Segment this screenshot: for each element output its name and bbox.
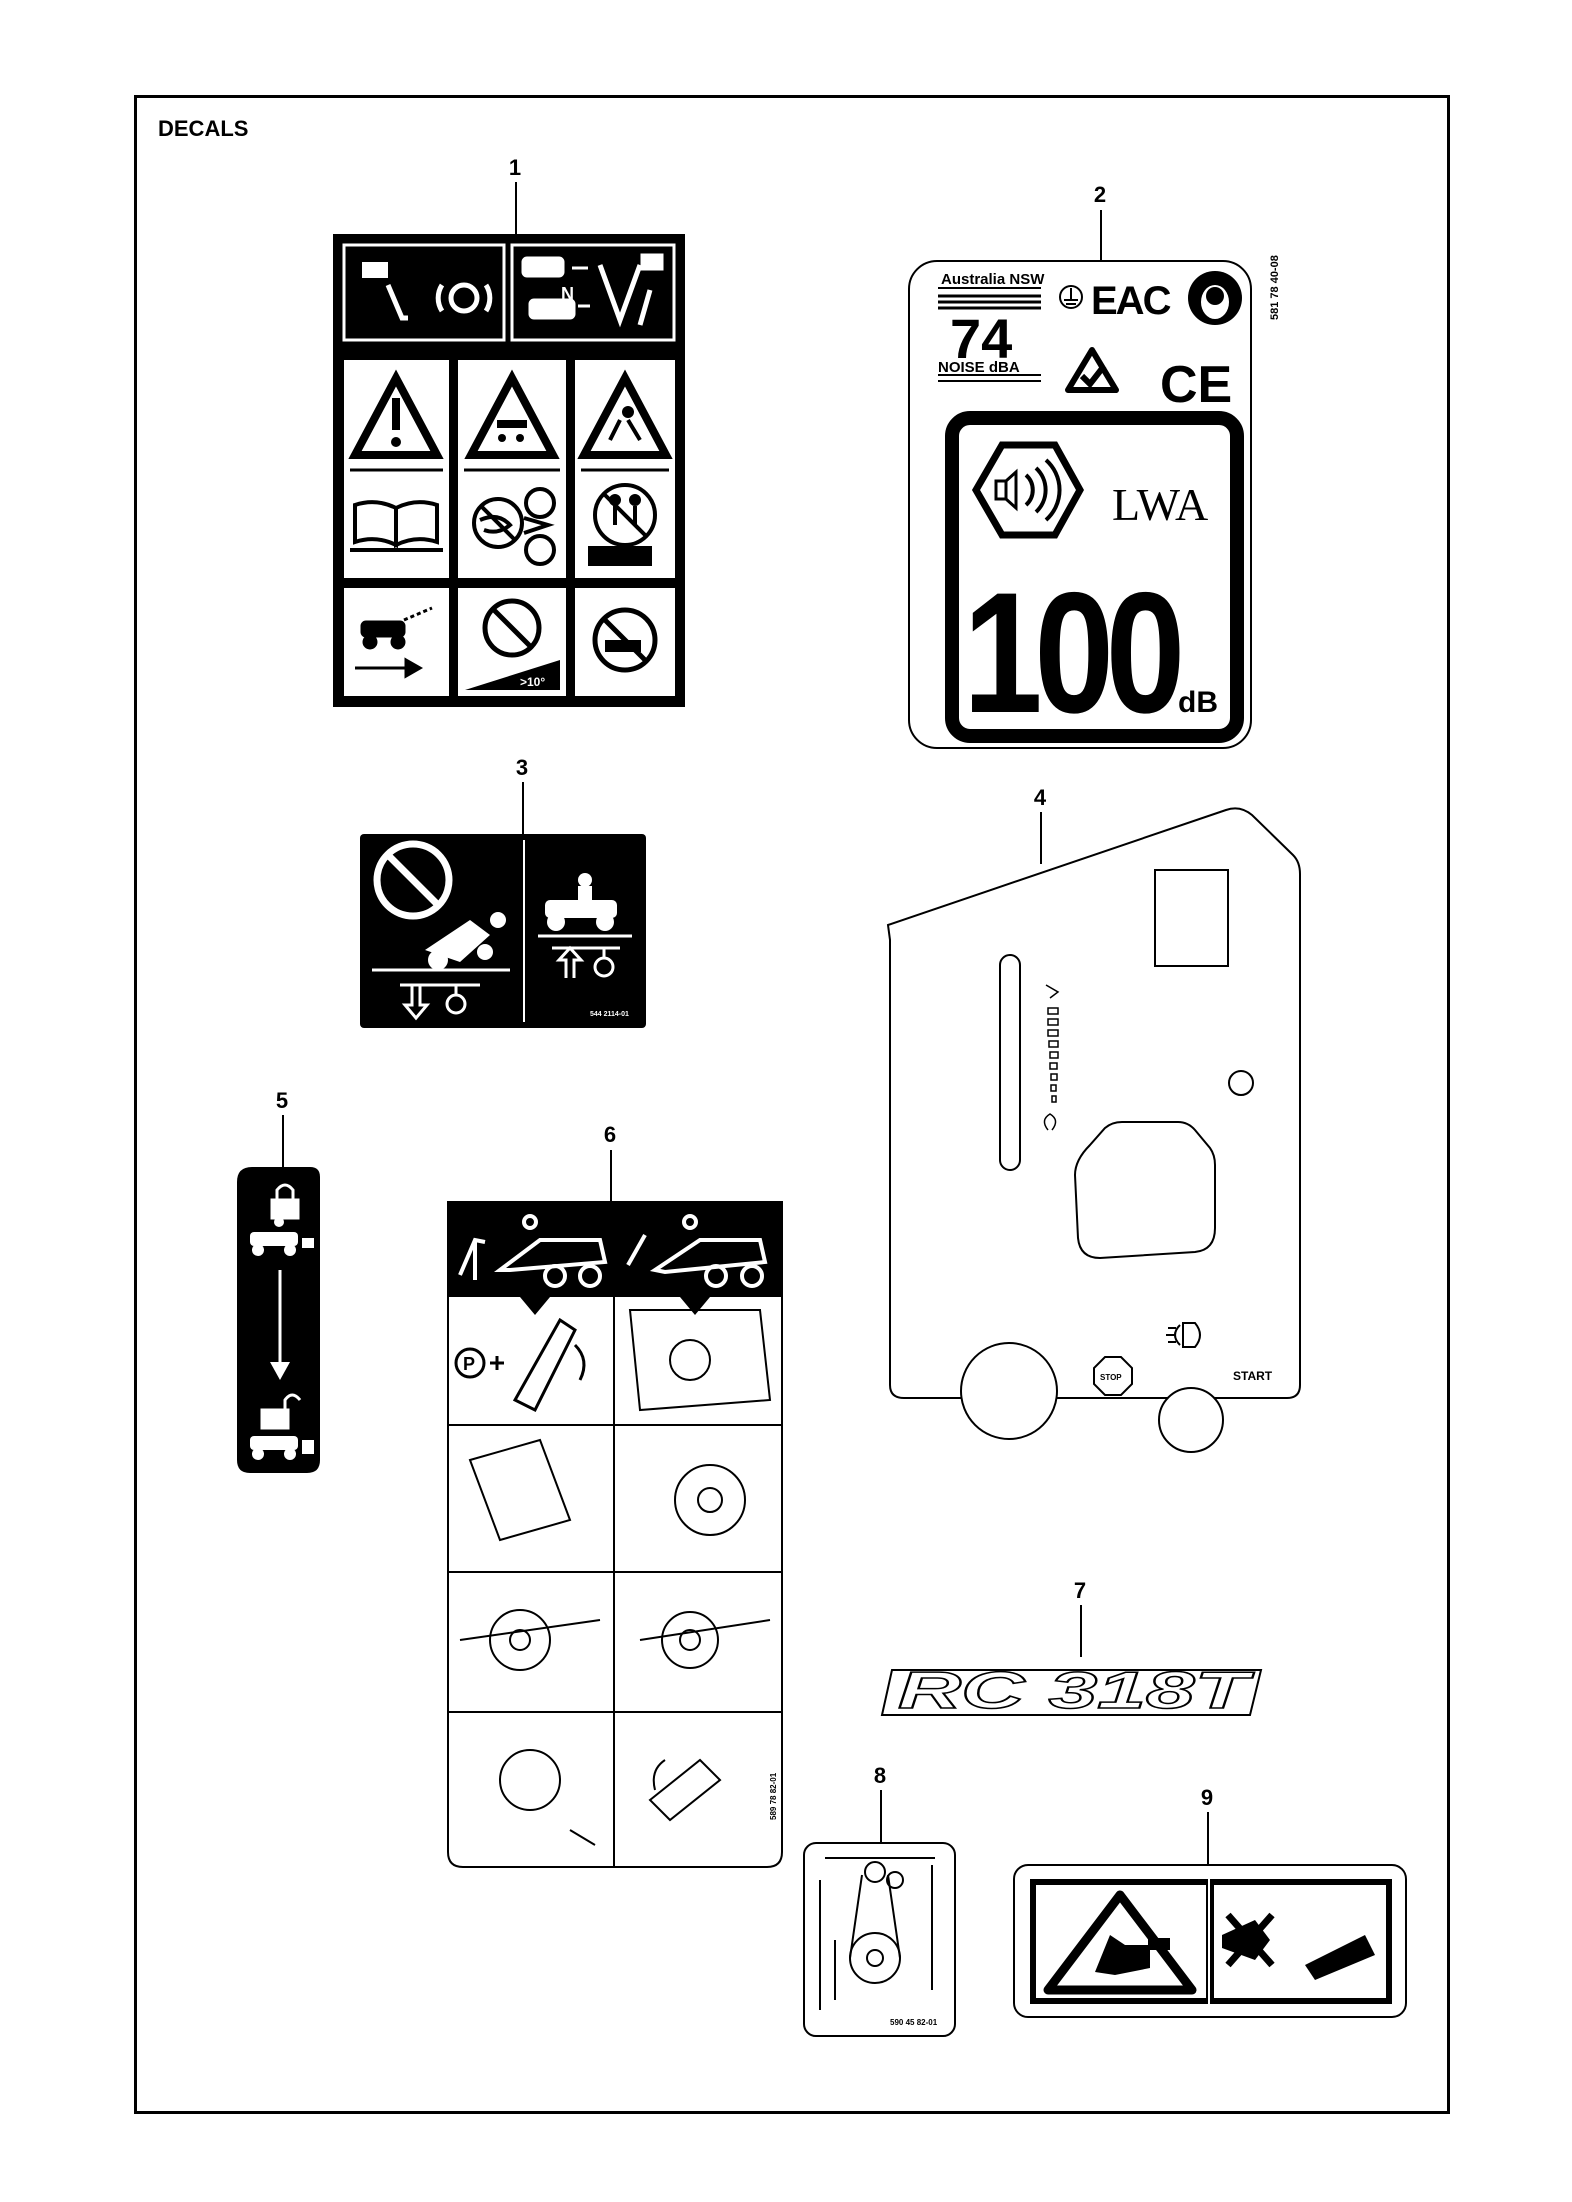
mower-icon-top [250, 1217, 314, 1256]
neutral-label: N [561, 284, 574, 304]
decal-9 [1013, 1864, 1407, 2018]
decal-2-part-number: 581 78 40-08 [1269, 255, 1281, 320]
leader-4 [1040, 812, 1042, 864]
no-bystanders-icon [588, 483, 657, 566]
noise-value: 74 [950, 307, 1012, 370]
leader-5 [282, 1115, 284, 1167]
no-passenger-icon [592, 607, 658, 673]
ear-protection-icon [1188, 271, 1242, 325]
sound-level-value: 100 [963, 557, 1180, 749]
decal-8-part-number: 590 45 82-01 [890, 2018, 938, 2027]
no-slope-icon [465, 598, 560, 690]
person-hazard-warning-icon [577, 369, 673, 459]
callout-2: 2 [1093, 182, 1107, 207]
hand-crush-warning-icon [1043, 1890, 1197, 1995]
start-label: START [1233, 1369, 1273, 1383]
callout-1: 1 [508, 155, 522, 180]
callout-4: 4 [1033, 785, 1047, 810]
ce-mark: CE [1160, 356, 1232, 414]
manual-book-icon [350, 500, 443, 552]
warning-triangle-icon [348, 369, 444, 459]
leader-9 [1207, 1812, 1209, 1864]
page-frame [134, 95, 1450, 2114]
noise-label-block [938, 287, 1041, 382]
no-hands-icon [472, 487, 556, 566]
region-label: Australia NSW [941, 271, 1045, 288]
decal-4: STOP START [886, 807, 1301, 1453]
stop-label: STOP [1100, 1373, 1122, 1382]
page-title: DECALS [158, 116, 249, 141]
mower-icon-bottom [250, 1436, 314, 1460]
speed-scale-icon [1043, 984, 1060, 1131]
callout-3: 3 [515, 755, 529, 780]
driving-mower-icon [545, 873, 617, 931]
parking-brake-icon: P [454, 1347, 504, 1379]
leader-6 [610, 1150, 612, 1202]
speaker-hexagon-icon [971, 441, 1085, 539]
callout-8: 8 [873, 1763, 887, 1788]
grounding-icon [1059, 285, 1083, 309]
slope-label: >10° [520, 675, 545, 689]
decal-2: Australia NSW 74 NOISE dBA EAC 581 78 40… [908, 255, 1281, 749]
arrow-down-circle-icon [400, 983, 480, 1021]
decal-3-part-number: 544 2114-01 [590, 1011, 629, 1018]
thrown-objects-warning-icon [464, 369, 560, 459]
lowered-mower-icon [626, 1214, 768, 1288]
no-hands-belt-icon [1222, 1912, 1375, 1980]
decal-3: 544 2114-01 [360, 834, 646, 1028]
drive-pedal-icon [521, 253, 664, 328]
leader-7 [1080, 1605, 1082, 1657]
callout-5: 5 [275, 1088, 289, 1113]
stop-sign-icon [1093, 1356, 1133, 1396]
decal-5 [237, 1167, 320, 1473]
noise-unit: NOISE dBA [938, 359, 1020, 376]
rcm-mark-icon [1065, 347, 1119, 393]
belt-diagram-icon [819, 1857, 935, 2010]
callout-7: 7 [1073, 1578, 1087, 1603]
svg-text:P: P [463, 1354, 475, 1374]
lever-illustration [512, 1317, 586, 1413]
mower-direction-icon [355, 606, 433, 679]
lwa-label: LWA [1112, 479, 1208, 530]
callout-9: 9 [1200, 1785, 1214, 1810]
leader-3 [522, 782, 524, 834]
headlight-icon [1166, 1322, 1201, 1348]
tilted-mower-icon [425, 912, 506, 970]
lift-pedal-mower-icon [458, 1214, 608, 1288]
decal-6-part-number: 589 78 82-01 [769, 1772, 778, 1820]
model-name: RC 318T [898, 1662, 1255, 1720]
arrow-up-circle-icon [552, 945, 620, 978]
decal-7: RC 318T [880, 1661, 1263, 1721]
callout-6: 6 [603, 1122, 617, 1147]
arrow-down-icon [270, 1270, 290, 1380]
sound-level-unit: dB [1178, 686, 1218, 719]
mower-deck-illustration [459, 1309, 772, 1846]
padlock-unlocked-icon [260, 1393, 302, 1430]
decal-8: 590 45 82-01 [803, 1842, 956, 2037]
eac-mark: EAC [1091, 279, 1171, 323]
leader-1 [515, 182, 517, 234]
leader-8 [880, 1790, 882, 1842]
decal-1: N [333, 234, 685, 707]
brake-pedal-icon [362, 262, 493, 321]
decal-6: P 589 78 82-01 [447, 1201, 783, 1868]
padlock-locked-icon [270, 1183, 300, 1220]
leader-2 [1100, 210, 1102, 260]
no-tilting-icon [373, 840, 453, 920]
